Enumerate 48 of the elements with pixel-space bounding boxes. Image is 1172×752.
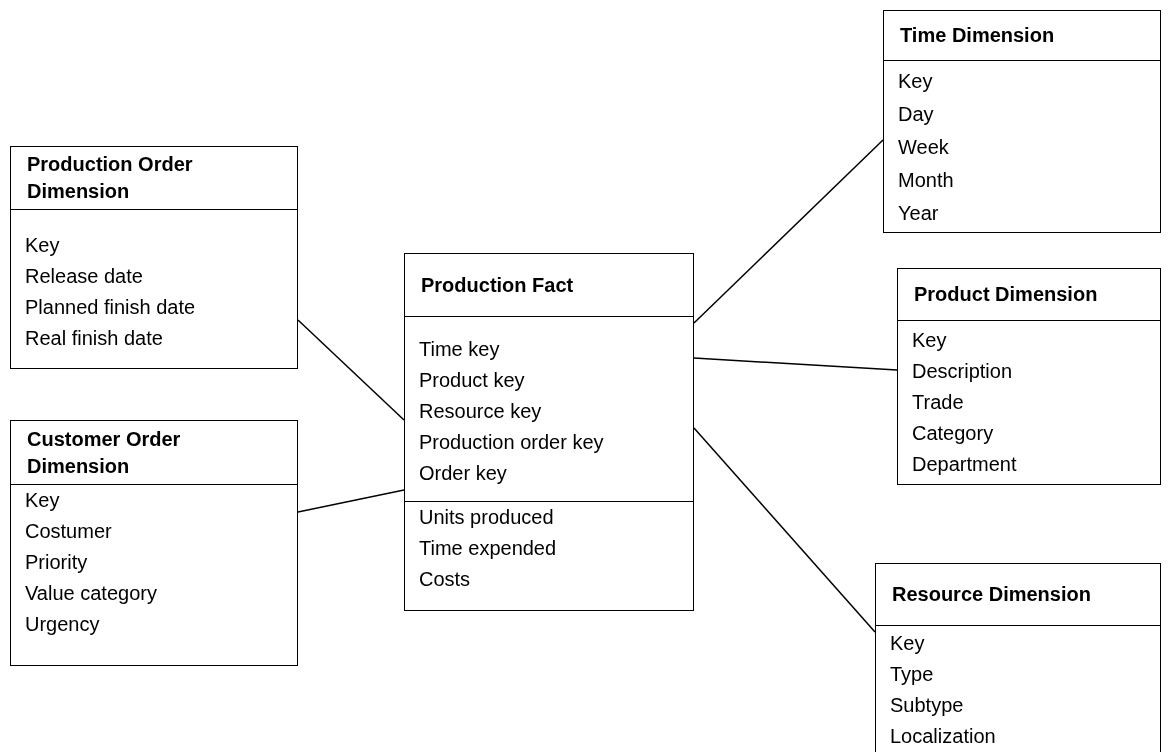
field-name: Priority (25, 550, 88, 575)
connector-line (297, 319, 405, 421)
table-box (897, 268, 1161, 485)
field-name: Urgency (25, 612, 100, 637)
connector-line (693, 357, 898, 371)
field-name: Units produced (419, 505, 554, 530)
table-box (404, 253, 694, 611)
connector-line (693, 427, 876, 633)
field-name: Key (890, 631, 925, 656)
field-name: Localization (890, 724, 996, 749)
field-name: Subtype (890, 693, 964, 718)
field-name: Trade (912, 390, 964, 415)
table-title: Product Dimension (914, 282, 1098, 307)
field-name: Time key (419, 337, 500, 362)
table-box (10, 420, 298, 666)
field-name: Department (912, 452, 1017, 477)
field-name: Real finish date (25, 326, 163, 351)
field-name: Costs (419, 567, 471, 592)
field-name: Day (898, 102, 934, 127)
field-name: Week (898, 135, 949, 160)
field-name: Time expended (419, 536, 557, 561)
field-name: Key (25, 488, 60, 513)
table-box (883, 10, 1161, 233)
field-name: Key (912, 328, 947, 353)
field-name: Year (898, 201, 939, 226)
field-name: Product key (419, 368, 525, 393)
connector-line (693, 139, 884, 324)
field-name: Description (912, 359, 1013, 384)
field-name: Key (25, 233, 60, 258)
field-name: Resource key (419, 399, 542, 424)
field-name: Category (912, 421, 994, 446)
field-name: Planned finish date (25, 295, 196, 320)
table-title: Time Dimension (900, 23, 1055, 48)
table-title: Customer Order Dimension (27, 426, 182, 479)
field-name: Order key (419, 461, 507, 486)
field-name: Key (898, 69, 933, 94)
table-title: Resource Dimension (892, 582, 1091, 607)
connector-line (297, 489, 405, 513)
field-name: Release date (25, 264, 143, 289)
field-name: Month (898, 168, 954, 193)
field-name: Value category (25, 581, 157, 606)
table-box (875, 563, 1161, 752)
field-name: Type (890, 662, 934, 687)
table-title: Production Order Dimension (27, 152, 194, 204)
field-name: Production order key (419, 430, 604, 455)
field-name: Costumer (25, 519, 112, 544)
table-title: Production Fact (421, 272, 574, 298)
table-box (10, 146, 298, 369)
